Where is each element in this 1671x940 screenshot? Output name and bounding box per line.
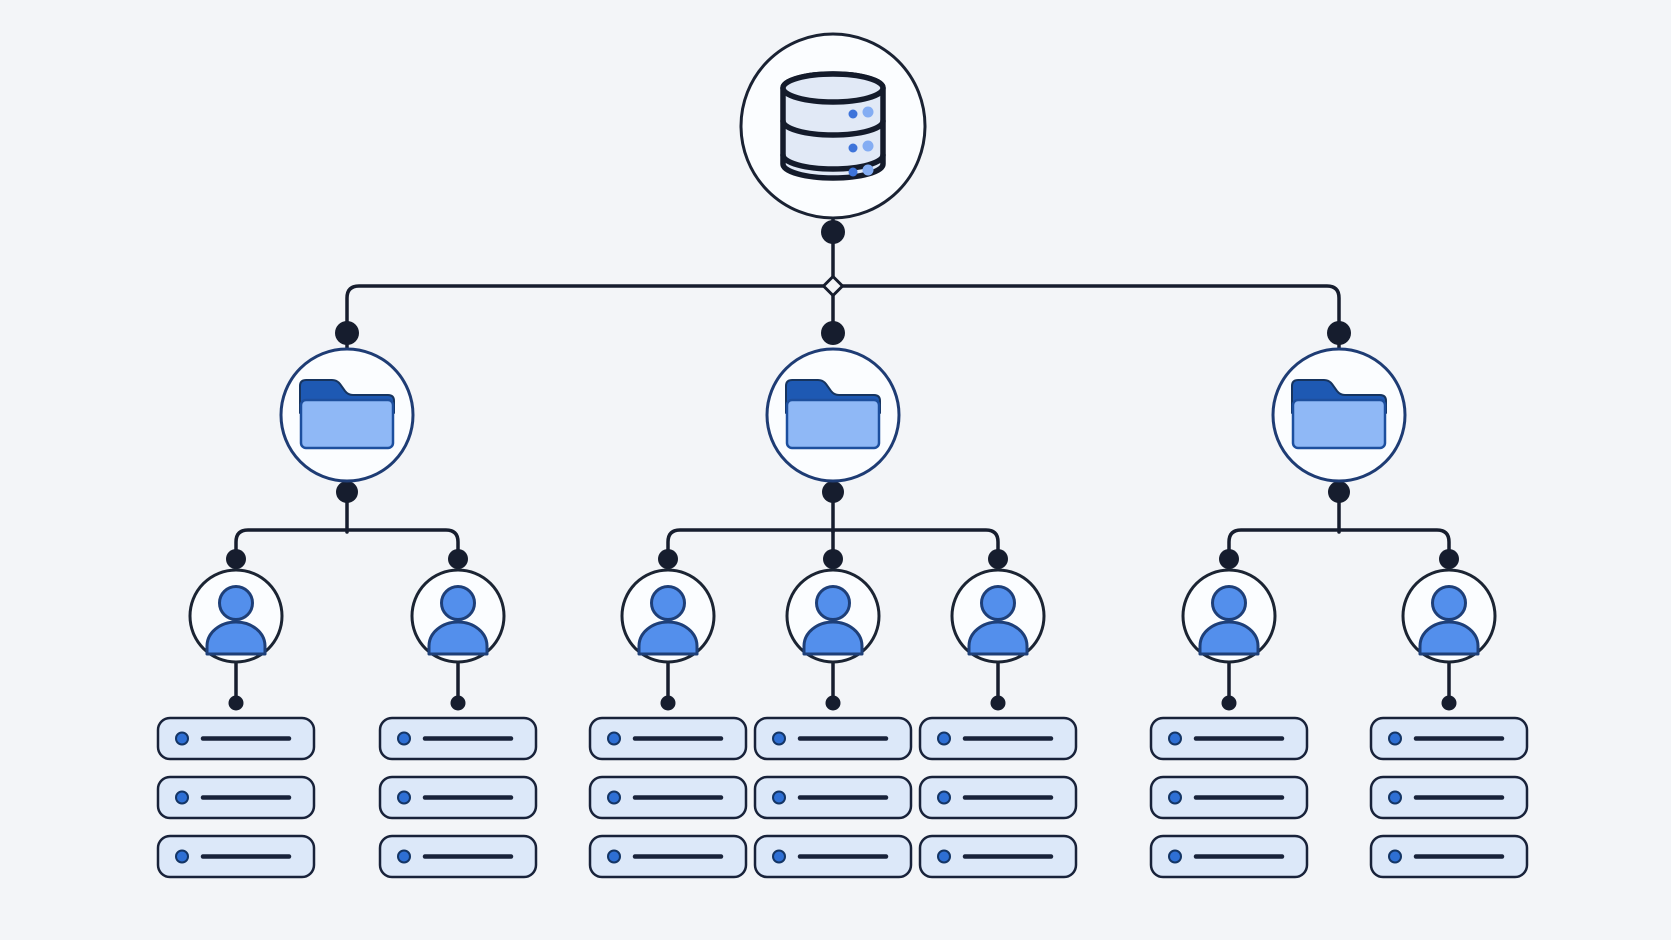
card-bullet-icon (397, 731, 411, 746)
connector-dot (336, 481, 358, 503)
user-icon (1211, 585, 1247, 621)
database-led-icon (862, 164, 874, 176)
user-icon (218, 585, 254, 621)
card-bullet-icon (1168, 790, 1182, 805)
card-bullet-icon (772, 731, 786, 746)
connector-dot (335, 321, 359, 345)
card-bullet-icon (937, 849, 951, 864)
connector-line (345, 284, 1341, 354)
card-bullet-icon (175, 849, 189, 864)
user-icon (1431, 585, 1467, 621)
connector-dot (228, 695, 244, 711)
connector-dot (990, 695, 1006, 711)
connector-dot (1219, 549, 1239, 569)
database-led-icon (862, 140, 874, 152)
connector-dot (660, 695, 676, 711)
connector-dot (988, 549, 1008, 569)
connector-dot (822, 481, 844, 503)
user-icon (427, 620, 489, 656)
connector-dot (821, 321, 845, 345)
database-icon (780, 152, 886, 172)
connector-dot (1221, 695, 1237, 711)
junction-diamond (822, 275, 844, 297)
database-icon (780, 118, 886, 138)
card-bullet-icon (397, 790, 411, 805)
user-icon (440, 585, 476, 621)
user-icon (1418, 620, 1480, 656)
database-led-icon (862, 106, 874, 118)
connector-dot (658, 549, 678, 569)
connector-dot (450, 695, 466, 711)
card-bullet-icon (1168, 731, 1182, 746)
user-icon (967, 620, 1029, 656)
connector-dot (226, 549, 246, 569)
connector-dot (821, 220, 845, 244)
user-icon (802, 620, 864, 656)
connector-dot (1439, 549, 1459, 569)
connector-dot (448, 549, 468, 569)
database-icon (780, 71, 886, 105)
connector-line (1227, 528, 1451, 575)
card-bullet-icon (772, 790, 786, 805)
folder-icon (1291, 398, 1387, 450)
card-bullet-icon (175, 731, 189, 746)
user-icon (637, 620, 699, 656)
card-bullet-icon (937, 790, 951, 805)
connector-dot (1441, 695, 1457, 711)
card-bullet-icon (607, 790, 621, 805)
card-bullet-icon (607, 849, 621, 864)
database-led-icon (848, 143, 858, 153)
database-led-icon (848, 167, 858, 177)
card-bullet-icon (937, 731, 951, 746)
card-bullet-icon (1388, 849, 1402, 864)
user-icon (205, 620, 267, 656)
card-bullet-icon (772, 849, 786, 864)
card-bullet-icon (397, 849, 411, 864)
connector-dot (823, 549, 843, 569)
card-bullet-icon (1388, 731, 1402, 746)
card-bullet-icon (607, 731, 621, 746)
card-bullet-icon (1388, 790, 1402, 805)
card-bullet-icon (175, 790, 189, 805)
connector-dot (1327, 321, 1351, 345)
connector-dot (825, 695, 841, 711)
user-icon (815, 585, 851, 621)
user-icon (1198, 620, 1260, 656)
user-icon (980, 585, 1016, 621)
folder-icon (299, 398, 395, 450)
connector-dot (1328, 481, 1350, 503)
user-icon (650, 585, 686, 621)
database-led-icon (848, 109, 858, 119)
connector-line (234, 528, 460, 575)
card-bullet-icon (1168, 849, 1182, 864)
folder-icon (785, 398, 881, 450)
